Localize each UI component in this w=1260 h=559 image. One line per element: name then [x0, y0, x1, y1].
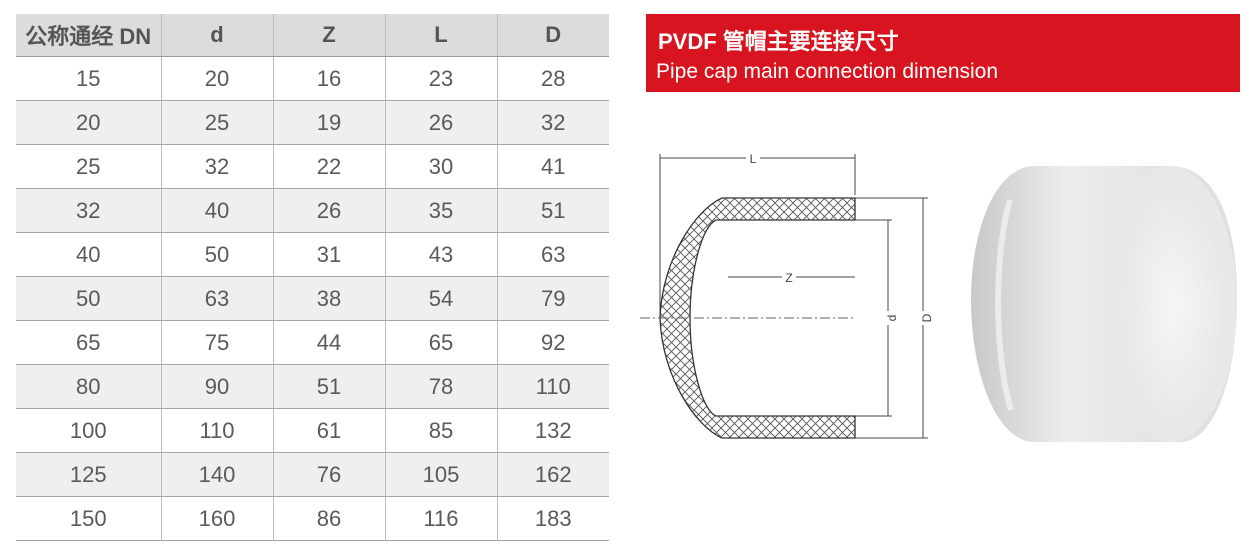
- cell-dn: 15: [16, 56, 161, 101]
- cell-l: 23: [384, 56, 497, 101]
- cell-big-d: 63: [496, 232, 609, 277]
- cell-dn: 20: [16, 100, 161, 145]
- label-l: L: [750, 152, 757, 166]
- label-big-d: D: [920, 313, 934, 322]
- cell-big-d: 132: [496, 408, 609, 453]
- cell-big-d: 162: [496, 452, 609, 497]
- cell-l: 116: [384, 496, 497, 541]
- cell-dn: 100: [16, 408, 161, 453]
- cell-d: 50: [160, 232, 273, 277]
- label-z: Z: [785, 271, 792, 285]
- header-d: d: [160, 14, 273, 57]
- cell-d: 110: [160, 408, 273, 453]
- cell-big-d: 28: [496, 56, 609, 101]
- header-dn: 公称通经 DN: [16, 14, 161, 57]
- cell-l: 30: [384, 144, 497, 189]
- header-l: L: [384, 14, 497, 57]
- cell-big-d: 32: [496, 100, 609, 145]
- table-header-row: 公称通经 DN d Z L D: [16, 14, 609, 57]
- cell-big-d: 92: [496, 320, 609, 365]
- cell-l: 35: [384, 188, 497, 233]
- cell-dn: 150: [16, 496, 161, 541]
- cell-l: 85: [384, 408, 497, 453]
- cell-z: 61: [272, 408, 385, 453]
- cell-big-d: 41: [496, 144, 609, 189]
- cap-section: [659, 197, 856, 439]
- header-z: Z: [272, 14, 385, 57]
- cell-dn: 50: [16, 276, 161, 321]
- cell-z: 38: [272, 276, 385, 321]
- banner-title: PVDF 管帽主要连接尺寸: [658, 29, 899, 54]
- cell-big-d: 79: [496, 276, 609, 321]
- cell-l: 78: [384, 364, 497, 409]
- cell-d: 20: [160, 56, 273, 101]
- banner-subtitle: Pipe cap main connection dimension: [656, 60, 999, 83]
- cell-l: 26: [384, 100, 497, 145]
- cell-dn: 65: [16, 320, 161, 365]
- cell-d: 160: [160, 496, 273, 541]
- cell-z: 76: [272, 452, 385, 497]
- cell-l: 105: [384, 452, 497, 497]
- pipe-cap-photo: [971, 166, 1237, 442]
- cell-dn: 40: [16, 232, 161, 277]
- cell-z: 22: [272, 144, 385, 189]
- cell-z: 44: [272, 320, 385, 365]
- cell-d: 32: [160, 144, 273, 189]
- cell-z: 51: [272, 364, 385, 409]
- cell-d: 40: [160, 188, 273, 233]
- cell-l: 65: [384, 320, 497, 365]
- cell-dn: 80: [16, 364, 161, 409]
- cell-d: 140: [160, 452, 273, 497]
- cell-dn: 25: [16, 144, 161, 189]
- cell-l: 43: [384, 232, 497, 277]
- cell-z: 16: [272, 56, 385, 101]
- cell-d: 75: [160, 320, 273, 365]
- cell-big-d: 51: [496, 188, 609, 233]
- cell-z: 19: [272, 100, 385, 145]
- pipe-cap-drawing: L Z d D: [640, 150, 934, 439]
- cell-dn: 125: [16, 452, 161, 497]
- cell-d: 90: [160, 364, 273, 409]
- cell-z: 31: [272, 232, 385, 277]
- label-d: d: [885, 315, 899, 322]
- title-banner: PVDF 管帽主要连接尺寸 Pipe cap main connection d…: [646, 14, 1240, 92]
- cell-d: 63: [160, 276, 273, 321]
- cell-z: 26: [272, 188, 385, 233]
- header-big-d: D: [496, 14, 609, 57]
- cell-d: 25: [160, 100, 273, 145]
- cell-big-d: 110: [496, 364, 609, 409]
- cap-opening: [1118, 182, 1228, 430]
- cell-dn: 32: [16, 188, 161, 233]
- cell-z: 86: [272, 496, 385, 541]
- cell-l: 54: [384, 276, 497, 321]
- cell-big-d: 183: [496, 496, 609, 541]
